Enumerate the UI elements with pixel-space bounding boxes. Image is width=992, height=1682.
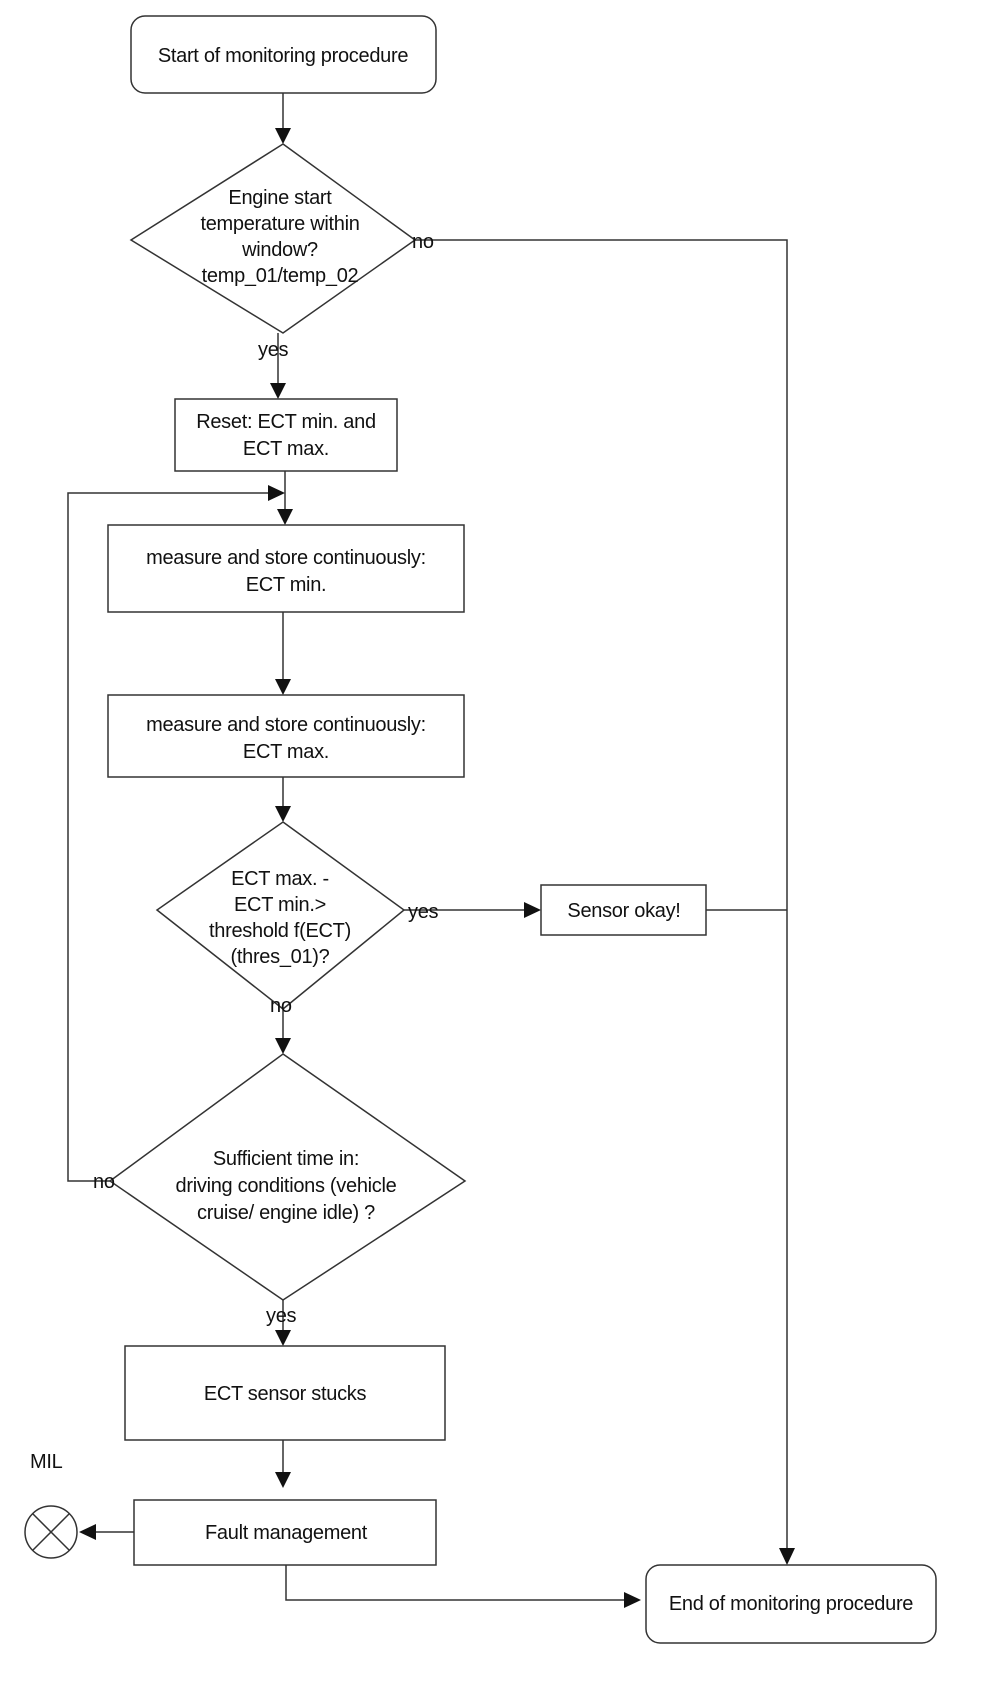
- connector-temp-no: [415, 239, 788, 1548]
- arrowhead: [275, 128, 291, 144]
- decision-threshold-line-1: ECT max. -: [231, 868, 329, 890]
- arrowhead: [275, 1038, 291, 1054]
- arrowhead: [275, 1472, 291, 1488]
- label-temp-no: no: [412, 231, 434, 253]
- mil-lamp-icon: [24, 1505, 78, 1559]
- arrowhead: [779, 1548, 795, 1565]
- arrowhead: [275, 679, 291, 695]
- connector-fault-to-end: [285, 1565, 624, 1601]
- label-temp-yes: yes: [258, 339, 289, 361]
- label-threshold-yes: yes: [408, 901, 439, 923]
- connector-time-no-loop: [67, 492, 268, 1182]
- connectors: [67, 93, 795, 1608]
- decision-temperature-line-1: Engine start: [228, 187, 332, 209]
- arrowhead: [624, 1592, 641, 1608]
- sensor-ok-box: Sensor okay!: [540, 884, 707, 936]
- start-terminal-label: Start of monitoring procedure: [158, 45, 409, 67]
- decision-threshold: ECT max. - ECT min.> threshold f(ECT) (t…: [155, 821, 406, 1010]
- measure-min-line-2: ECT min.: [246, 574, 327, 596]
- sensor-stuck-label: ECT sensor stucks: [204, 1383, 367, 1405]
- label-time-yes: yes: [266, 1305, 297, 1327]
- end-terminal-label: End of monitoring procedure: [669, 1593, 913, 1615]
- measure-min-line-1: measure and store continuously:: [146, 547, 426, 569]
- measure-max-box: measure and store continuously: ECT max.: [107, 694, 465, 778]
- reset-box-line-2: ECT max.: [243, 438, 329, 460]
- decision-time: Sufficient time in: driving conditions (…: [108, 1053, 467, 1301]
- sensor-ok-label: Sensor okay!: [567, 900, 680, 922]
- sensor-stuck-box: ECT sensor stucks: [124, 1345, 446, 1441]
- arrowhead: [79, 1524, 96, 1540]
- arrowhead: [268, 485, 285, 501]
- arrowhead: [524, 902, 541, 918]
- label-time-no: no: [93, 1171, 115, 1193]
- decision-temperature-line-4: temp_01/temp_02: [202, 265, 359, 287]
- arrowhead: [277, 509, 293, 525]
- start-terminal: Start of monitoring procedure: [130, 15, 437, 94]
- decision-temperature-line-3: window?: [241, 239, 318, 261]
- fault-management-label: Fault management: [205, 1522, 368, 1544]
- decision-temperature-line-2: temperature within: [200, 213, 359, 235]
- fault-management-box: Fault management: [133, 1499, 437, 1566]
- decision-temperature: Engine start temperature within window? …: [129, 143, 417, 334]
- arrowhead: [275, 1330, 291, 1346]
- reset-box-line-1: Reset: ECT min. and: [196, 411, 376, 433]
- decision-time-line-1: Sufficient time in:: [213, 1148, 359, 1170]
- measure-max-line-2: ECT max.: [243, 741, 329, 763]
- measure-min-box: measure and store continuously: ECT min.: [107, 524, 465, 613]
- decision-threshold-line-3: threshold f(ECT): [209, 920, 351, 942]
- measure-max-line-1: measure and store continuously:: [146, 714, 426, 736]
- decision-time-line-2: driving conditions (vehicle: [176, 1175, 397, 1197]
- mil-label: MIL: [30, 1451, 63, 1473]
- reset-box: Reset: ECT min. and ECT max.: [174, 398, 398, 472]
- end-terminal: End of monitoring procedure: [645, 1564, 937, 1644]
- decision-threshold-line-4: (thres_01)?: [231, 946, 330, 968]
- arrowhead: [270, 383, 286, 399]
- decision-time-line-3: cruise/ engine idle) ?: [197, 1202, 375, 1224]
- decision-threshold-line-2: ECT min.>: [234, 894, 326, 916]
- label-threshold-no: no: [270, 995, 292, 1017]
- arrowhead: [275, 806, 291, 822]
